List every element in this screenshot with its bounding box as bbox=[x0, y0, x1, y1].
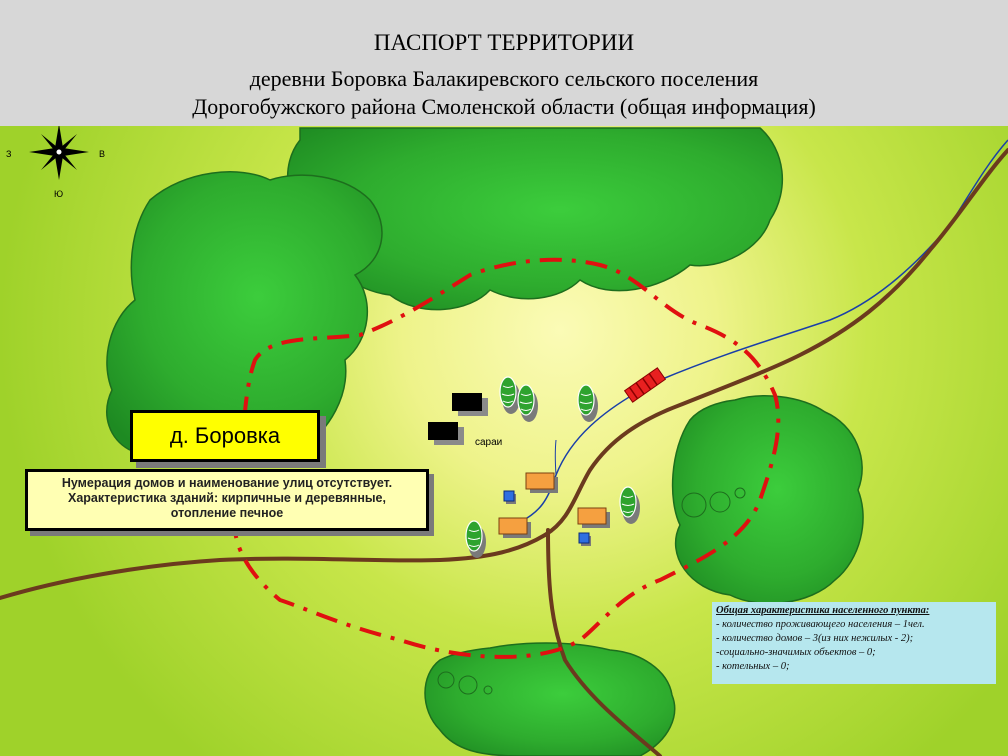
compass-west-label: З bbox=[6, 149, 12, 159]
shed-icon[interactable] bbox=[428, 422, 464, 445]
forest-right bbox=[671, 395, 864, 605]
village-name-label: д. Боровка bbox=[130, 410, 320, 462]
roads bbox=[0, 148, 1008, 756]
page-title: ПАСПОРТ ТЕРРИТОРИИ bbox=[373, 30, 635, 55]
compass-east-label: В bbox=[99, 149, 106, 159]
info-box: Нумерация домов и наименование улиц отсу… bbox=[25, 469, 429, 531]
info-line: Характеристика зданий: кирпичные и дерев… bbox=[68, 491, 386, 505]
header-banner: ПАСПОРТ ТЕРРИТОРИИ деревни Боровка Балак… bbox=[0, 0, 1008, 126]
compass-south-label: Ю bbox=[54, 189, 64, 199]
tree-icon bbox=[577, 384, 598, 422]
tree-icon bbox=[517, 384, 538, 422]
houses bbox=[498, 472, 610, 546]
tree-icon bbox=[499, 376, 520, 414]
house-icon[interactable] bbox=[498, 517, 531, 538]
river-branch bbox=[554, 439, 557, 476]
small-building-icon[interactable] bbox=[503, 490, 516, 504]
sheds bbox=[428, 393, 488, 445]
stats-item: - количество проживающего населения – 1ч… bbox=[716, 619, 925, 630]
house-icon[interactable] bbox=[525, 472, 558, 493]
info-line: отопление печное bbox=[170, 506, 284, 520]
stats-box: Общая характеристика населенного пункта:… bbox=[712, 602, 996, 684]
sheds-label: сараи bbox=[475, 437, 503, 448]
forest-left bbox=[106, 171, 383, 451]
tree-icon bbox=[619, 486, 640, 524]
stats-item: - количество домов – 3(из них нежилых - … bbox=[716, 633, 914, 644]
house-icon[interactable] bbox=[577, 507, 610, 528]
stats-item: -социально-значимых объектов – 0; bbox=[716, 647, 876, 658]
village-boundary bbox=[232, 257, 781, 659]
page-subtitle-line2: Дорогобужского района Смоленской области… bbox=[192, 94, 816, 119]
small-building-icon[interactable] bbox=[578, 532, 591, 546]
info-line: Нумерация домов и наименование улиц отсу… bbox=[61, 476, 393, 490]
shed-icon[interactable] bbox=[452, 393, 488, 416]
forest-bottom bbox=[424, 642, 676, 756]
page-subtitle-line1: деревни Боровка Балакиревского сельского… bbox=[249, 66, 759, 91]
stats-title: Общая характеристика населенного пункта: bbox=[716, 605, 930, 616]
tree-icon bbox=[465, 520, 486, 558]
stats-item: - котельных – 0; bbox=[716, 661, 790, 672]
trees bbox=[465, 376, 640, 558]
bridge-icon[interactable] bbox=[623, 367, 667, 403]
compass-rose-icon bbox=[29, 124, 89, 180]
